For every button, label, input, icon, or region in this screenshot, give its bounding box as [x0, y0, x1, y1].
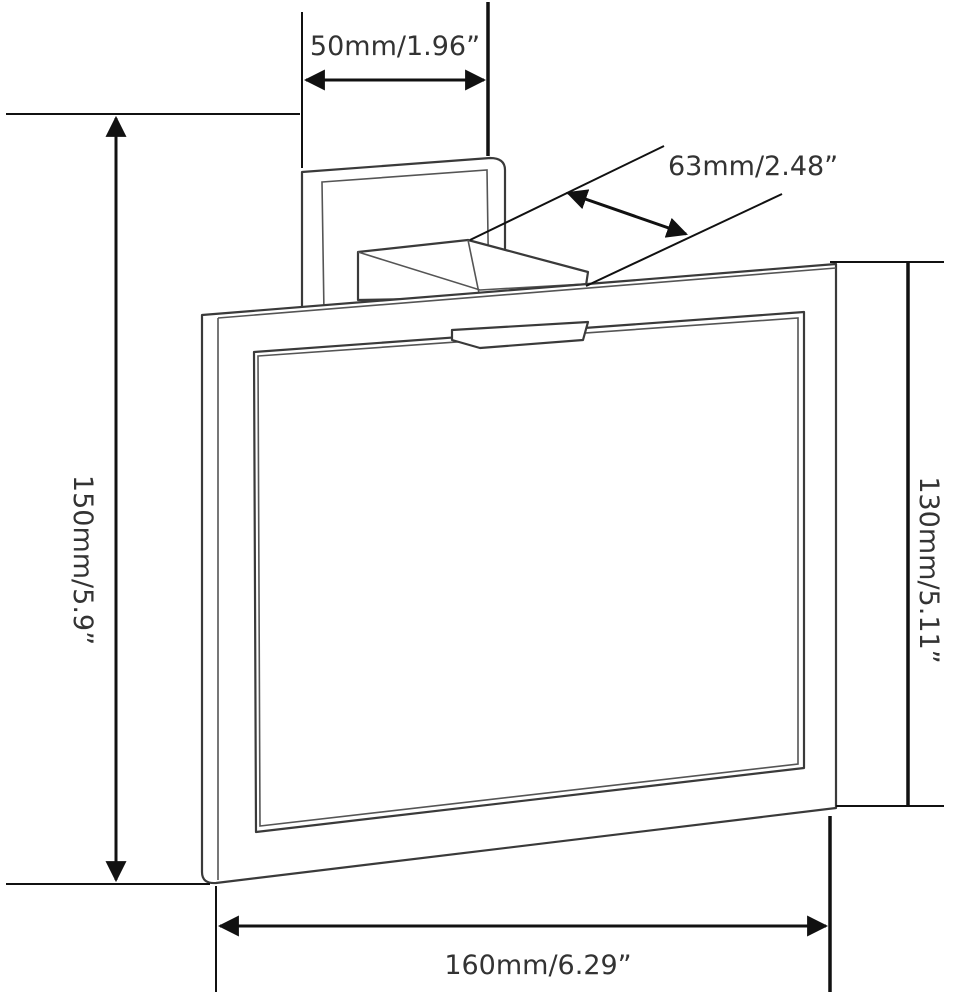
- overall-height-label: 150mm/5.9”: [67, 475, 98, 645]
- ring-frame: [200, 262, 838, 885]
- dimension-ring-height: 130mm/5.11”: [830, 261, 944, 807]
- dimension-overall-height: 150mm/5.9”: [6, 113, 300, 885]
- ring-height-label: 130mm/5.11”: [913, 476, 944, 663]
- base-width-label: 50mm/1.96”: [310, 31, 480, 62]
- towel-ring-drawing: [200, 156, 838, 885]
- projection-depth-label: 63mm/2.48”: [668, 151, 838, 182]
- dimension-overall-width: 160mm/6.29”: [215, 816, 832, 992]
- dimension-base-width: 50mm/1.96”: [301, 2, 490, 168]
- overall-width-label: 160mm/6.29”: [444, 950, 631, 981]
- arm-clamp: [450, 320, 590, 350]
- dimension-projection-depth: 63mm/2.48”: [469, 145, 838, 287]
